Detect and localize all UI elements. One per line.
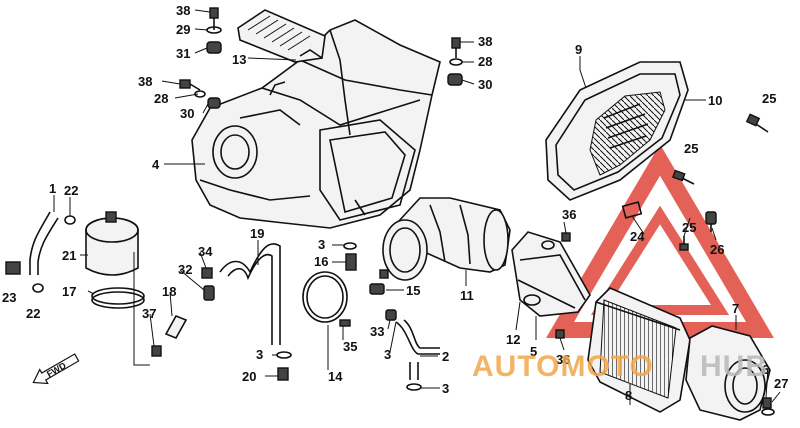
callout-38-left: 38 — [138, 74, 152, 89]
callout-18: 18 — [162, 284, 176, 299]
callout-25-mid: 25 — [684, 141, 698, 156]
leader-lines — [53, 9, 781, 405]
hose-2 — [395, 319, 440, 391]
fitting-16 — [345, 253, 357, 271]
watermark-text-secondary: HUB — [700, 350, 768, 383]
air-cleaner-case — [191, 19, 441, 229]
intake-boot — [382, 197, 511, 281]
callout-26: 26 — [710, 242, 724, 257]
callout-25-top: 25 — [762, 91, 776, 106]
callout-9: 9 — [575, 42, 582, 57]
label-tag-24 — [621, 201, 643, 219]
clip-23 — [5, 261, 21, 275]
plug-20 — [277, 367, 289, 381]
callout-34: 34 — [198, 244, 213, 259]
callout-28-top-right: 28 — [478, 54, 492, 69]
callout-13: 13 — [232, 52, 246, 67]
callout-3-bottom: 3 — [442, 381, 449, 396]
callout-8: 8 — [625, 388, 632, 403]
callout-2: 2 — [442, 349, 449, 364]
callout-29: 29 — [176, 22, 190, 37]
air-filter-element — [587, 287, 691, 413]
callout-4: 4 — [152, 157, 160, 172]
callout-3-lower-center: 3 — [384, 347, 391, 362]
breather-tube-1 — [29, 211, 59, 275]
grommet-26 — [705, 211, 717, 232]
callout-16: 16 — [314, 254, 328, 269]
callout-3-lower-left: 3 — [256, 347, 263, 362]
callout-11: 11 — [460, 288, 474, 303]
fittings-32-34 — [201, 267, 215, 301]
callout-38-top-left: 38 — [176, 3, 190, 18]
callout-12: 12 — [506, 332, 520, 347]
drain-tube-18-37 — [151, 314, 188, 357]
air-filter-cover — [545, 61, 689, 201]
fitting-15 — [369, 269, 389, 295]
bolts-25 — [672, 113, 769, 251]
callout-21: 21 — [62, 248, 76, 263]
callout-22-top: 22 — [64, 183, 78, 198]
callout-35: 35 — [343, 339, 357, 354]
callout-38-top-right: 38 — [478, 34, 492, 49]
callout-28-left: 28 — [154, 91, 168, 106]
callout-36-top: 36 — [562, 207, 576, 222]
clamp-14 — [302, 271, 351, 327]
callout-17: 17 — [62, 284, 76, 299]
callout-6: 6 — [762, 362, 769, 377]
fitting-33 — [385, 309, 397, 321]
callout-30-left: 30 — [180, 106, 194, 121]
callout-20: 20 — [242, 369, 256, 384]
callout-27: 27 — [774, 376, 788, 391]
clip-22-top — [64, 215, 76, 225]
callout-15: 15 — [406, 283, 420, 298]
callout-25-low: 25 — [682, 220, 696, 235]
screw-stack-top-right — [447, 37, 463, 86]
callout-19: 19 — [250, 226, 264, 241]
screw-stack-left — [179, 79, 221, 109]
fittings-6-27 — [761, 397, 775, 416]
callout-14: 14 — [328, 369, 343, 384]
callout-labels: 38 29 31 13 38 28 30 38 28 30 4 9 10 25 … — [2, 3, 788, 403]
callout-5: 5 — [530, 344, 537, 359]
clip-3-mid — [343, 242, 357, 250]
callout-37: 37 — [142, 306, 156, 321]
callout-7: 7 — [732, 301, 739, 316]
callout-1: 1 — [49, 181, 56, 196]
band-17 — [91, 287, 145, 309]
filter-housing — [685, 325, 771, 421]
fwd-arrow: FWD — [32, 353, 80, 385]
hose-19 — [219, 243, 281, 345]
watermark-text-primary: AUTOMOTO — [472, 350, 654, 383]
callout-22-bottom: 22 — [26, 306, 40, 321]
breather-separator-21 — [85, 211, 139, 276]
screw-stack-top-left — [206, 7, 222, 54]
callout-23: 23 — [2, 290, 16, 305]
watermark-wordmark: AUTOMOTO HUB — [472, 350, 768, 383]
callout-36-bottom: 36 — [556, 352, 570, 367]
callout-3-mid: 3 — [318, 237, 325, 252]
callout-30-top-right: 30 — [478, 77, 492, 92]
callout-32: 32 — [178, 262, 192, 277]
callout-24: 24 — [630, 229, 645, 244]
intake-duct — [237, 9, 326, 63]
clip-22-bottom — [32, 283, 44, 293]
callout-31: 31 — [176, 46, 190, 61]
connecting-tube-plate — [511, 231, 591, 317]
callout-10: 10 — [708, 93, 722, 108]
clip-3-lower — [276, 351, 292, 359]
callout-33: 33 — [370, 324, 384, 339]
